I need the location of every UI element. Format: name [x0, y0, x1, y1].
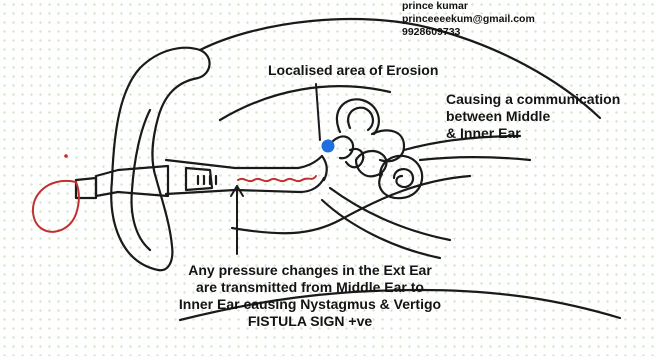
- communication-line-3: & Inner Ear: [446, 125, 620, 142]
- communication-label: Causing a communication between Middle &…: [446, 91, 620, 142]
- cochlea-spiral: [394, 169, 413, 187]
- pressure-label: Any pressure changes in the Ext Ear are …: [160, 262, 460, 330]
- contact-email: princeeeekum@gmail.com: [402, 13, 535, 26]
- pressure-line-2: are transmitted from Middle Ear to: [160, 279, 460, 296]
- erosion-dot: [322, 140, 335, 153]
- bulb-outline: [33, 181, 79, 232]
- temporal-bone-upper: [220, 86, 390, 120]
- pressure-line-4: FISTULA SIGN +ve: [160, 313, 460, 330]
- pinna-inner-fold: [132, 110, 150, 250]
- pressure-line-3: Inner Ear causing Nystagmus & Vertigo: [160, 296, 460, 313]
- communication-line-1: Causing a communication: [446, 91, 620, 108]
- bulb-wavy-line: [238, 176, 316, 181]
- communication-line-2: between Middle: [446, 108, 620, 125]
- mastoid-lower: [232, 176, 470, 233]
- pressure-line-1: Any pressure changes in the Ext Ear: [160, 262, 460, 279]
- erosion-label: Localised area of Erosion: [268, 62, 438, 78]
- ear-canal-upper: [166, 156, 322, 168]
- contact-phone: 9928609733: [402, 26, 535, 39]
- pinna-outline: [111, 48, 209, 271]
- auditory-nerve-lower: [420, 157, 530, 160]
- contact-name: prince kumar: [402, 0, 535, 13]
- semicircular-canal-2: [348, 108, 373, 130]
- eustachian-tube-lower: [322, 200, 440, 258]
- erosion-pointer-line: [316, 84, 320, 140]
- ossicle-incus: [346, 149, 363, 167]
- tympanic-membrane: [322, 156, 327, 180]
- pressure-arrows: [198, 176, 216, 184]
- ink-dot: [64, 154, 68, 158]
- contact-block: prince kumar princeeeekum@gmail.com 9928…: [402, 0, 535, 39]
